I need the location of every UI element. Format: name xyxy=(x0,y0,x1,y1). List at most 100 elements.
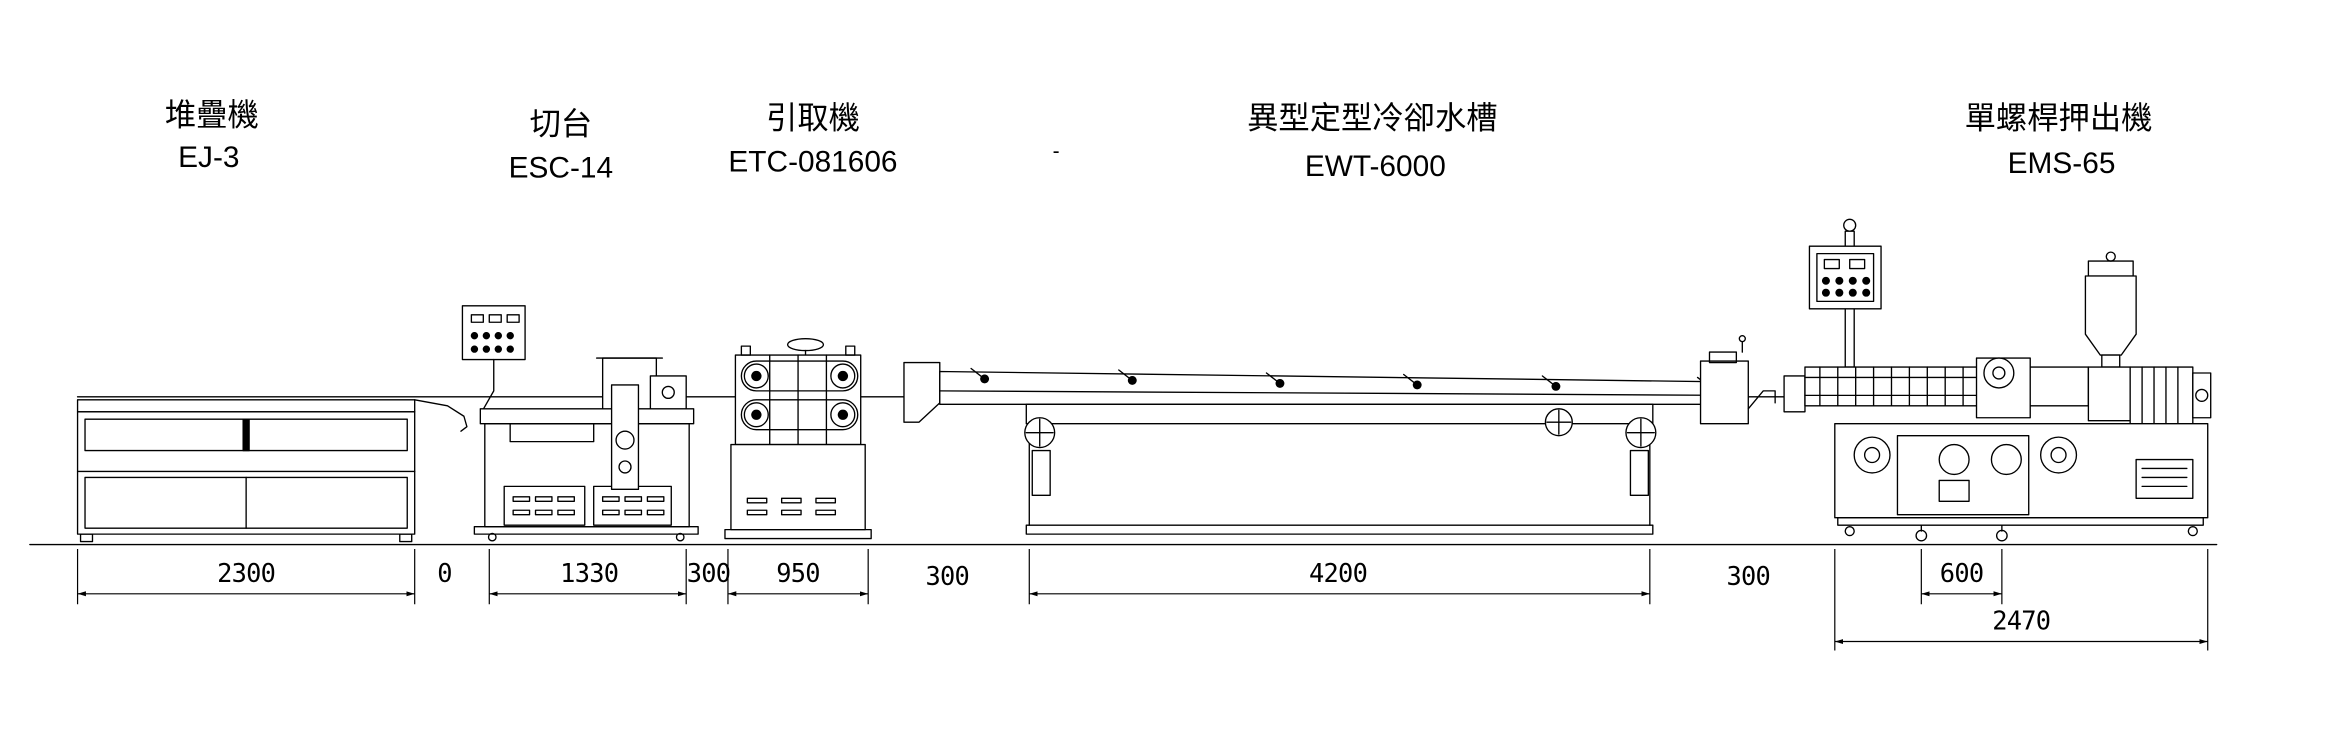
dimension-extension-lines xyxy=(76,549,2209,651)
cooling-tank-model-label: EWT-6000 xyxy=(1305,150,1446,183)
extruder-motor-fins xyxy=(2141,366,2179,425)
dimension-value-extruder-casters: 600 xyxy=(1940,558,1984,588)
extruder-cabinet-wheel-1-hub xyxy=(1863,446,1881,464)
cooling-tank-name-label: 異型定型冷卻水槽 xyxy=(1247,100,1497,136)
extruder-hopper-knob xyxy=(2105,251,2116,262)
extruder-hopper-throat xyxy=(2101,354,2121,368)
extruder-cabinet-wheel-3 xyxy=(1990,443,2022,476)
cutter-caster-left xyxy=(487,532,497,542)
cutter-panel-arm xyxy=(481,358,495,413)
cutter-left-cabinet xyxy=(503,485,586,526)
dimension-value-stacker: 2300 xyxy=(217,558,275,588)
stacker-top-rail xyxy=(76,399,416,413)
extruder-panel-buttons xyxy=(1822,276,1871,297)
extruder-motor-end-cap xyxy=(2192,372,2212,419)
extruder-control-panel xyxy=(1808,245,1882,310)
cooling-tank-spray-nozzles xyxy=(970,367,1712,389)
stacker-model-label: EJ-3 xyxy=(178,141,239,174)
extruder-cabinet-plate xyxy=(1938,479,1970,502)
dimension-annotations: 2300 0 1330 300 950 300 4200 300 600 247… xyxy=(76,549,2209,651)
cutter-name-label: 切台 xyxy=(530,106,593,142)
haul-off-roller-3 xyxy=(743,402,769,428)
extruder-lower-motor-fins xyxy=(2141,467,2188,488)
cutter-feed-roller xyxy=(661,385,675,400)
cooling-tank-inlet-box xyxy=(903,361,941,423)
extruder-caster-left xyxy=(1844,525,1855,537)
cooling-tank-base xyxy=(1025,524,1654,535)
dimension-value-gap-3: 300 xyxy=(925,561,969,591)
cutter-frame xyxy=(484,423,690,528)
haul-off-roller-4 xyxy=(830,402,856,428)
stacker-machine xyxy=(76,399,468,543)
haul-off-roller-1 xyxy=(743,363,769,389)
extruder-cabinet-wheel-2 xyxy=(1938,443,1970,476)
extruder-base-cabinet xyxy=(1834,423,2209,519)
extruder-gearbox xyxy=(2087,366,2131,422)
cutter-left-vents xyxy=(512,496,575,516)
cooling-tank-outlet-connector xyxy=(1747,390,1776,410)
extruder-panel-meters xyxy=(1823,258,1866,270)
extruder-cabinet-wheel-4 xyxy=(2039,436,2078,474)
extruder-caster-legs xyxy=(1920,524,2003,532)
haul-off-lower-track xyxy=(740,399,859,431)
stacker-foot-left xyxy=(79,533,94,543)
cutter-table-top xyxy=(479,408,695,425)
extruder-hopper xyxy=(2084,275,2137,356)
cooling-tank-left-jack xyxy=(1031,449,1051,496)
cooling-tank-bar-inner xyxy=(939,390,1732,397)
cooling-tank-machine xyxy=(903,335,1776,535)
extruder-drive-pulley-hub xyxy=(1992,366,2006,380)
stacker-chute xyxy=(414,399,468,432)
stacker-name-label: 堆疊機 xyxy=(165,97,259,133)
stray-mark: - xyxy=(1053,140,1060,163)
extruder-model-label: EMS-65 xyxy=(2008,147,2116,180)
dimension-value-gap-4: 300 xyxy=(1726,561,1770,591)
cooling-tank-outlet-fitting xyxy=(1708,351,1738,364)
haul-off-handwheel xyxy=(786,337,825,352)
haul-off-roller-hubs xyxy=(751,370,849,420)
haul-off-roller-2 xyxy=(830,363,856,389)
cutter-machine xyxy=(461,305,699,542)
extruder-machine xyxy=(1783,218,2212,542)
cutter-right-cabinet xyxy=(593,485,672,526)
extruder-cabinet-door xyxy=(1896,434,2030,516)
extruder-panel-face xyxy=(1816,252,1875,303)
extruder-cabinet-wheel-1 xyxy=(1853,436,1891,474)
haul-off-cabinet xyxy=(730,443,866,531)
cutter-model-label: ESC-14 xyxy=(509,152,613,185)
cutter-control-buttons xyxy=(470,332,514,353)
dimension-value-haul-off: 950 xyxy=(776,558,820,588)
cutter-caster-right xyxy=(675,532,685,542)
extruder-barrel xyxy=(1804,366,2090,407)
cooling-tank-outlet-box xyxy=(1699,360,1749,425)
extruder-motor-shaft xyxy=(2195,388,2209,403)
haul-off-columns xyxy=(769,354,828,446)
cutter-base xyxy=(473,525,699,535)
cutter-right-vents xyxy=(601,496,665,516)
haul-off-name-label: 引取機 xyxy=(766,100,860,136)
haul-off-machine xyxy=(724,337,872,540)
cutter-feed-box xyxy=(649,375,687,410)
stacker-foot-right xyxy=(399,533,413,543)
cooling-tank-wheel-spokes xyxy=(1025,409,1655,447)
extruder-pole-knob xyxy=(1843,218,1857,232)
extruder-drive-pulley xyxy=(1983,357,2015,389)
extruder-caster-mid-right xyxy=(1995,529,2008,542)
stacker-frame xyxy=(76,411,416,535)
haul-off-vents xyxy=(746,497,837,516)
extruder-caster-right xyxy=(2187,525,2198,537)
cutter-blade-wheel xyxy=(615,430,635,450)
cooling-tank-vacuum-bar xyxy=(939,370,1732,405)
haul-off-top-post-left xyxy=(740,345,752,356)
extruder-die-head xyxy=(1783,375,1806,413)
extruder-base-rail xyxy=(1837,517,2204,526)
extruder-caster-mid-left xyxy=(1915,529,1928,542)
stacker-upper-post xyxy=(242,418,250,452)
haul-off-model-label: ETC-081606 xyxy=(728,146,897,179)
dimension-value-gap-1: 0 xyxy=(437,558,452,588)
dimension-value-cutter: 1330 xyxy=(560,558,618,588)
dimension-value-cooling-tank: 4200 xyxy=(1309,558,1367,588)
cutter-control-knobs xyxy=(470,314,520,323)
cooling-tank-outlet-knob xyxy=(1738,335,1746,343)
